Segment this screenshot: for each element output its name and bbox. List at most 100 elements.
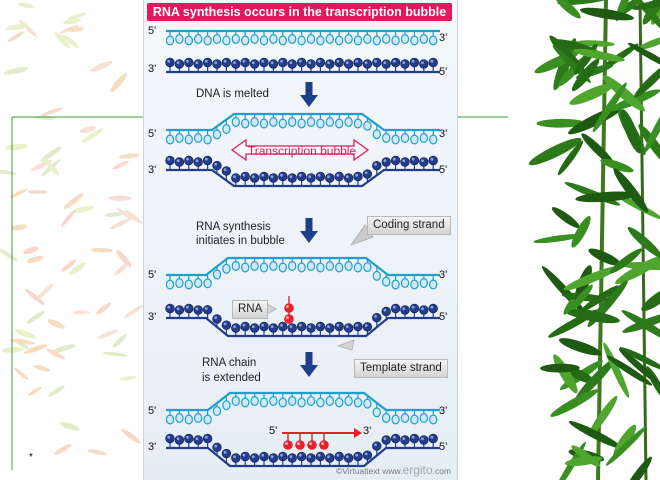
nucleotide-highlight <box>223 322 227 326</box>
bamboo-leaf <box>579 7 634 21</box>
panel2-coding-3prime: 3' <box>439 128 448 140</box>
panel4-coding-strand <box>165 391 440 425</box>
nucleotide <box>231 173 241 183</box>
rna-base <box>295 440 305 450</box>
nucleotide <box>278 451 288 462</box>
nucleotide <box>419 413 428 424</box>
nucleotide-highlight <box>308 325 312 329</box>
leaf <box>33 365 51 372</box>
rna-base-highlight <box>286 316 289 320</box>
rna-nucleotide-3 <box>307 433 317 450</box>
nucleotide <box>221 166 232 176</box>
nucleotide <box>372 407 381 418</box>
nucleotide <box>249 323 260 333</box>
leaf <box>104 212 124 217</box>
nucleotide <box>400 278 410 289</box>
nucleotide-highlight <box>298 453 302 457</box>
down-arrow-3 <box>300 352 318 377</box>
nucleotide-highlight <box>251 61 255 65</box>
nucleotide <box>193 59 203 69</box>
nucleotide <box>306 33 316 44</box>
panel3-coding-strand-backbone <box>166 256 440 277</box>
nucleotide-highlight <box>308 175 312 179</box>
nucleotide <box>363 33 372 44</box>
rna-base <box>307 440 317 450</box>
bamboo-leaf <box>563 266 619 291</box>
bamboo-leaf <box>588 248 621 266</box>
nucleotide <box>353 397 363 408</box>
leaf <box>18 2 35 9</box>
nucleotide-highlight <box>204 157 208 161</box>
leaf <box>40 107 63 117</box>
leaf <box>96 302 112 315</box>
nucleotide <box>428 433 438 444</box>
nucleotide-highlight <box>195 159 199 163</box>
nucleotide-highlight <box>251 325 255 329</box>
panel2-template-strand-backbone <box>166 168 440 188</box>
nucleotide <box>419 305 429 315</box>
nucleotide-highlight <box>233 455 236 459</box>
slide-number: * <box>29 452 33 463</box>
nucleotide <box>381 276 391 287</box>
nucleotide <box>212 33 222 44</box>
step-extended-line2: is extended <box>202 372 261 384</box>
nucleotide <box>231 453 241 463</box>
panel3-template-3prime: 3' <box>148 311 157 323</box>
nucleotide <box>372 312 382 323</box>
nucleotide <box>419 133 428 144</box>
nucleotide <box>165 35 175 46</box>
panel4-template-3prime: 3' <box>148 441 157 453</box>
nucleotide <box>249 453 260 463</box>
nucleotide <box>269 261 278 272</box>
nucleotide <box>184 134 194 145</box>
bamboo-leaf <box>605 426 647 466</box>
leaf <box>54 443 72 456</box>
rna-base <box>283 440 293 450</box>
nucleotide <box>194 33 203 44</box>
bamboo-leaf <box>632 0 660 10</box>
nucleotide <box>165 134 175 145</box>
rna-base-highlight <box>286 305 289 309</box>
nucleotide <box>410 414 419 425</box>
nucleotide <box>240 451 250 462</box>
nucleotide <box>212 406 222 417</box>
nucleotide <box>390 303 401 314</box>
nucleotide <box>316 35 325 46</box>
nucleotide <box>362 169 373 179</box>
nucleotide <box>250 116 259 127</box>
nucleotide-highlight <box>261 453 265 457</box>
nucleotide-highlight <box>261 59 265 63</box>
nucleotide <box>165 414 175 425</box>
nucleotide-highlight <box>402 61 406 65</box>
nucleotide <box>363 398 372 409</box>
nucleotide <box>429 414 438 425</box>
leaf <box>26 311 45 324</box>
nucleotide-highlight <box>345 175 349 179</box>
bamboo-leaf <box>558 338 602 356</box>
nucleotide <box>221 448 232 459</box>
nucleotide <box>391 35 400 46</box>
nucleotide <box>259 451 269 462</box>
nucleotide <box>400 33 410 44</box>
nucleotide-highlight <box>402 159 406 163</box>
leaf <box>37 283 54 300</box>
nucleotide <box>268 453 279 463</box>
rna-base <box>319 440 329 450</box>
bamboo-leaf <box>627 226 660 258</box>
nucleotide-highlight <box>364 171 368 175</box>
nucleotide-highlight <box>167 305 171 309</box>
leaf <box>14 329 36 339</box>
bamboo-leaf <box>536 118 586 128</box>
panel1-coding-3prime: 3' <box>439 32 448 44</box>
nucleotide <box>259 118 269 129</box>
leaf <box>46 348 66 360</box>
leaf <box>121 428 141 444</box>
nucleotide <box>268 59 279 69</box>
nucleotide <box>353 118 363 129</box>
nucleotide <box>249 173 260 183</box>
nucleotide <box>362 450 373 460</box>
nucleotide-highlight <box>289 455 293 459</box>
nucleotide <box>400 59 410 69</box>
nucleotide-highlight <box>411 157 415 161</box>
